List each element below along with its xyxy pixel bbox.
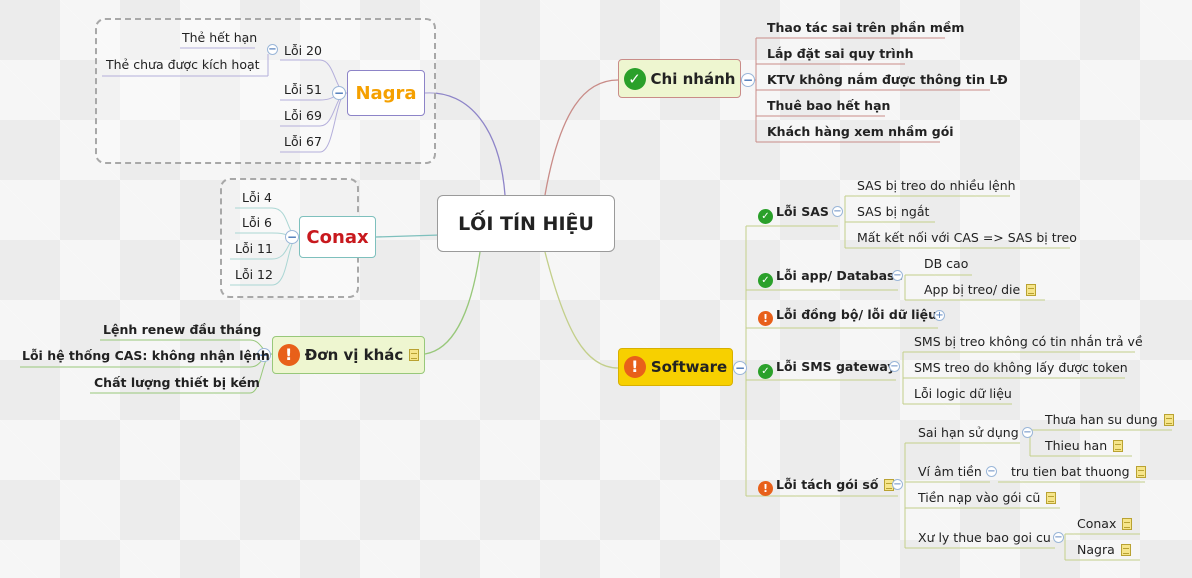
chinhanh-item: Khách hàng xem nhầm gói — [767, 124, 954, 139]
xu-ly-collapse-button[interactable]: − — [1053, 532, 1064, 543]
tach-conax: Conax — [1077, 516, 1133, 532]
software-dongbo[interactable]: !Lỗi đồng bộ/ lỗi dữ liệu — [758, 307, 937, 326]
sms-item: SMS bị treo không có tin nhắn trả về — [914, 334, 1143, 349]
app-collapse-button[interactable]: − — [892, 270, 903, 281]
nagra-the-het-han: Thẻ hết hạn — [182, 30, 258, 45]
software-sms-label: Lỗi SMS gateway — [776, 359, 896, 374]
software-node-label: Software — [650, 358, 728, 376]
chinhanh-item: KTV không nắm được thông tin LĐ — [767, 72, 1008, 87]
sas-item: SAS bị treo do nhiều lệnh — [857, 178, 1016, 193]
software-sms[interactable]: ✓Lỗi SMS gateway — [758, 359, 896, 379]
tach-tru-tien-label: tru tien bat thuong — [1011, 464, 1130, 479]
sas-item: SAS bị ngắt — [857, 204, 930, 219]
sas-item: Mất kết nối với CAS => SAS bị treo — [857, 230, 1077, 245]
warning-icon: ! — [623, 356, 646, 378]
software-collapse-button[interactable]: − — [733, 361, 747, 375]
chinhanh-collapse-button[interactable]: − — [741, 73, 755, 87]
tach-tru-tien: tru tien bat thuong — [1011, 464, 1146, 480]
vi-am-collapse-button[interactable]: − — [986, 466, 997, 477]
software-tach[interactable]: !Lỗi tách gói số — [758, 477, 895, 496]
chinhanh-item: Lắp đặt sai quy trình — [767, 46, 914, 61]
chinhanh-item: Thuê bao hết hạn — [767, 98, 891, 113]
note-icon[interactable] — [1163, 414, 1174, 426]
nagra-node-label: Nagra — [355, 82, 417, 104]
donvi-item: Lỗi hệ thống CAS: không nhận lệnh — [22, 348, 270, 363]
tach-xu-ly: Xư ly thue bao goi cu — [918, 530, 1051, 545]
chinhanh-node[interactable]: ✓ Chi nhánh — [618, 59, 741, 98]
sms-collapse-button[interactable]: − — [889, 361, 900, 372]
tach-tien-nap-label: Tiền nạp vào gói cũ — [918, 490, 1041, 505]
software-app-label: Lỗi app/ Database — [776, 268, 903, 283]
conax-item: Lỗi 12 — [235, 267, 273, 282]
sms-item: Lỗi logic dữ liệu — [914, 386, 1012, 401]
check-icon: ✓ — [758, 364, 773, 379]
tach-conax-label: Conax — [1077, 516, 1117, 531]
chinhanh-node-label: Chi nhánh — [650, 69, 736, 88]
conax-collapse-button[interactable]: − — [285, 230, 299, 244]
sai-han-collapse-button[interactable]: − — [1022, 427, 1033, 438]
central-topic-label: LỐI TÍN HIỆU — [458, 212, 594, 235]
donvi-collapse-button[interactable]: − — [257, 348, 271, 362]
nagra-loi51: Lỗi 51 — [284, 82, 322, 97]
check-icon: ✓ — [758, 273, 773, 288]
warning-icon: ! — [758, 481, 773, 496]
donvi-node-label: Đơn vị khác — [304, 346, 404, 364]
software-node[interactable]: ! Software — [618, 348, 733, 386]
app-item: App bị treo/ die — [924, 282, 1037, 298]
check-icon: ✓ — [623, 67, 646, 90]
chinhanh-item: Thao tác sai trên phần mềm — [767, 20, 965, 35]
nagra-node[interactable]: Nagra — [347, 70, 425, 116]
note-icon[interactable] — [1135, 466, 1146, 478]
donvi-item: Chất lượng thiết bị kém — [94, 375, 260, 390]
tach-sai-han: Sai hạn sử dụng — [918, 425, 1019, 440]
donvi-node[interactable]: ! Đơn vị khác — [272, 336, 425, 374]
warning-icon: ! — [758, 311, 773, 326]
note-icon[interactable] — [1113, 440, 1124, 452]
conax-node[interactable]: Conax — [299, 216, 376, 258]
note-icon[interactable] — [1122, 518, 1133, 530]
tach-collapse-button[interactable]: − — [892, 479, 903, 490]
sms-item: SMS treo do không lấy được token — [914, 360, 1128, 375]
tach-nagra-label: Nagra — [1077, 542, 1115, 557]
dongbo-expand-button[interactable]: + — [934, 310, 945, 321]
app-item: DB cao — [924, 256, 969, 271]
tach-thua-han-label: Thưa han su dung — [1045, 412, 1158, 427]
tach-thua-han: Thưa han su dung — [1045, 412, 1174, 428]
conax-item: Lỗi 6 — [242, 215, 273, 230]
check-icon: ✓ — [758, 209, 773, 224]
nagra-loi69: Lỗi 69 — [284, 108, 322, 123]
software-sas-label: Lỗi SAS — [776, 204, 829, 219]
software-app[interactable]: ✓Lỗi app/ Database — [758, 268, 903, 288]
app-item-label: App bị treo/ die — [924, 282, 1021, 297]
conax-item: Lỗi 4 — [242, 190, 273, 205]
loi20-collapse-button[interactable]: − — [267, 44, 278, 55]
warning-icon: ! — [277, 344, 300, 366]
donvi-item: Lệnh renew đầu tháng — [103, 322, 262, 337]
tach-thieu-han: Thieu han — [1045, 438, 1124, 454]
nagra-the-chua-kich-hoat: Thẻ chưa được kích hoạt — [106, 57, 260, 72]
note-icon[interactable] — [1120, 544, 1131, 556]
tach-nagra: Nagra — [1077, 542, 1131, 558]
central-topic[interactable]: LỐI TÍN HIỆU — [437, 195, 615, 252]
note-icon[interactable] — [1046, 492, 1057, 504]
tach-vi-am: Ví âm tiền — [918, 464, 982, 479]
note-icon[interactable] — [409, 349, 420, 361]
sas-collapse-button[interactable]: − — [832, 206, 843, 217]
tach-tien-nap: Tiền nạp vào gói cũ — [918, 490, 1057, 506]
nagra-loi67: Lỗi 67 — [284, 134, 322, 149]
note-icon[interactable] — [1026, 284, 1037, 296]
conax-node-label: Conax — [306, 226, 369, 248]
nagra-collapse-button[interactable]: − — [332, 86, 346, 100]
nagra-loi20: Lỗi 20 — [284, 43, 322, 58]
conax-item: Lỗi 11 — [235, 241, 273, 256]
tach-thieu-han-label: Thieu han — [1045, 438, 1108, 453]
software-tach-label: Lỗi tách gói số — [776, 477, 879, 492]
software-sas[interactable]: ✓Lỗi SAS — [758, 204, 829, 224]
software-dongbo-label: Lỗi đồng bộ/ lỗi dữ liệu — [776, 307, 938, 322]
